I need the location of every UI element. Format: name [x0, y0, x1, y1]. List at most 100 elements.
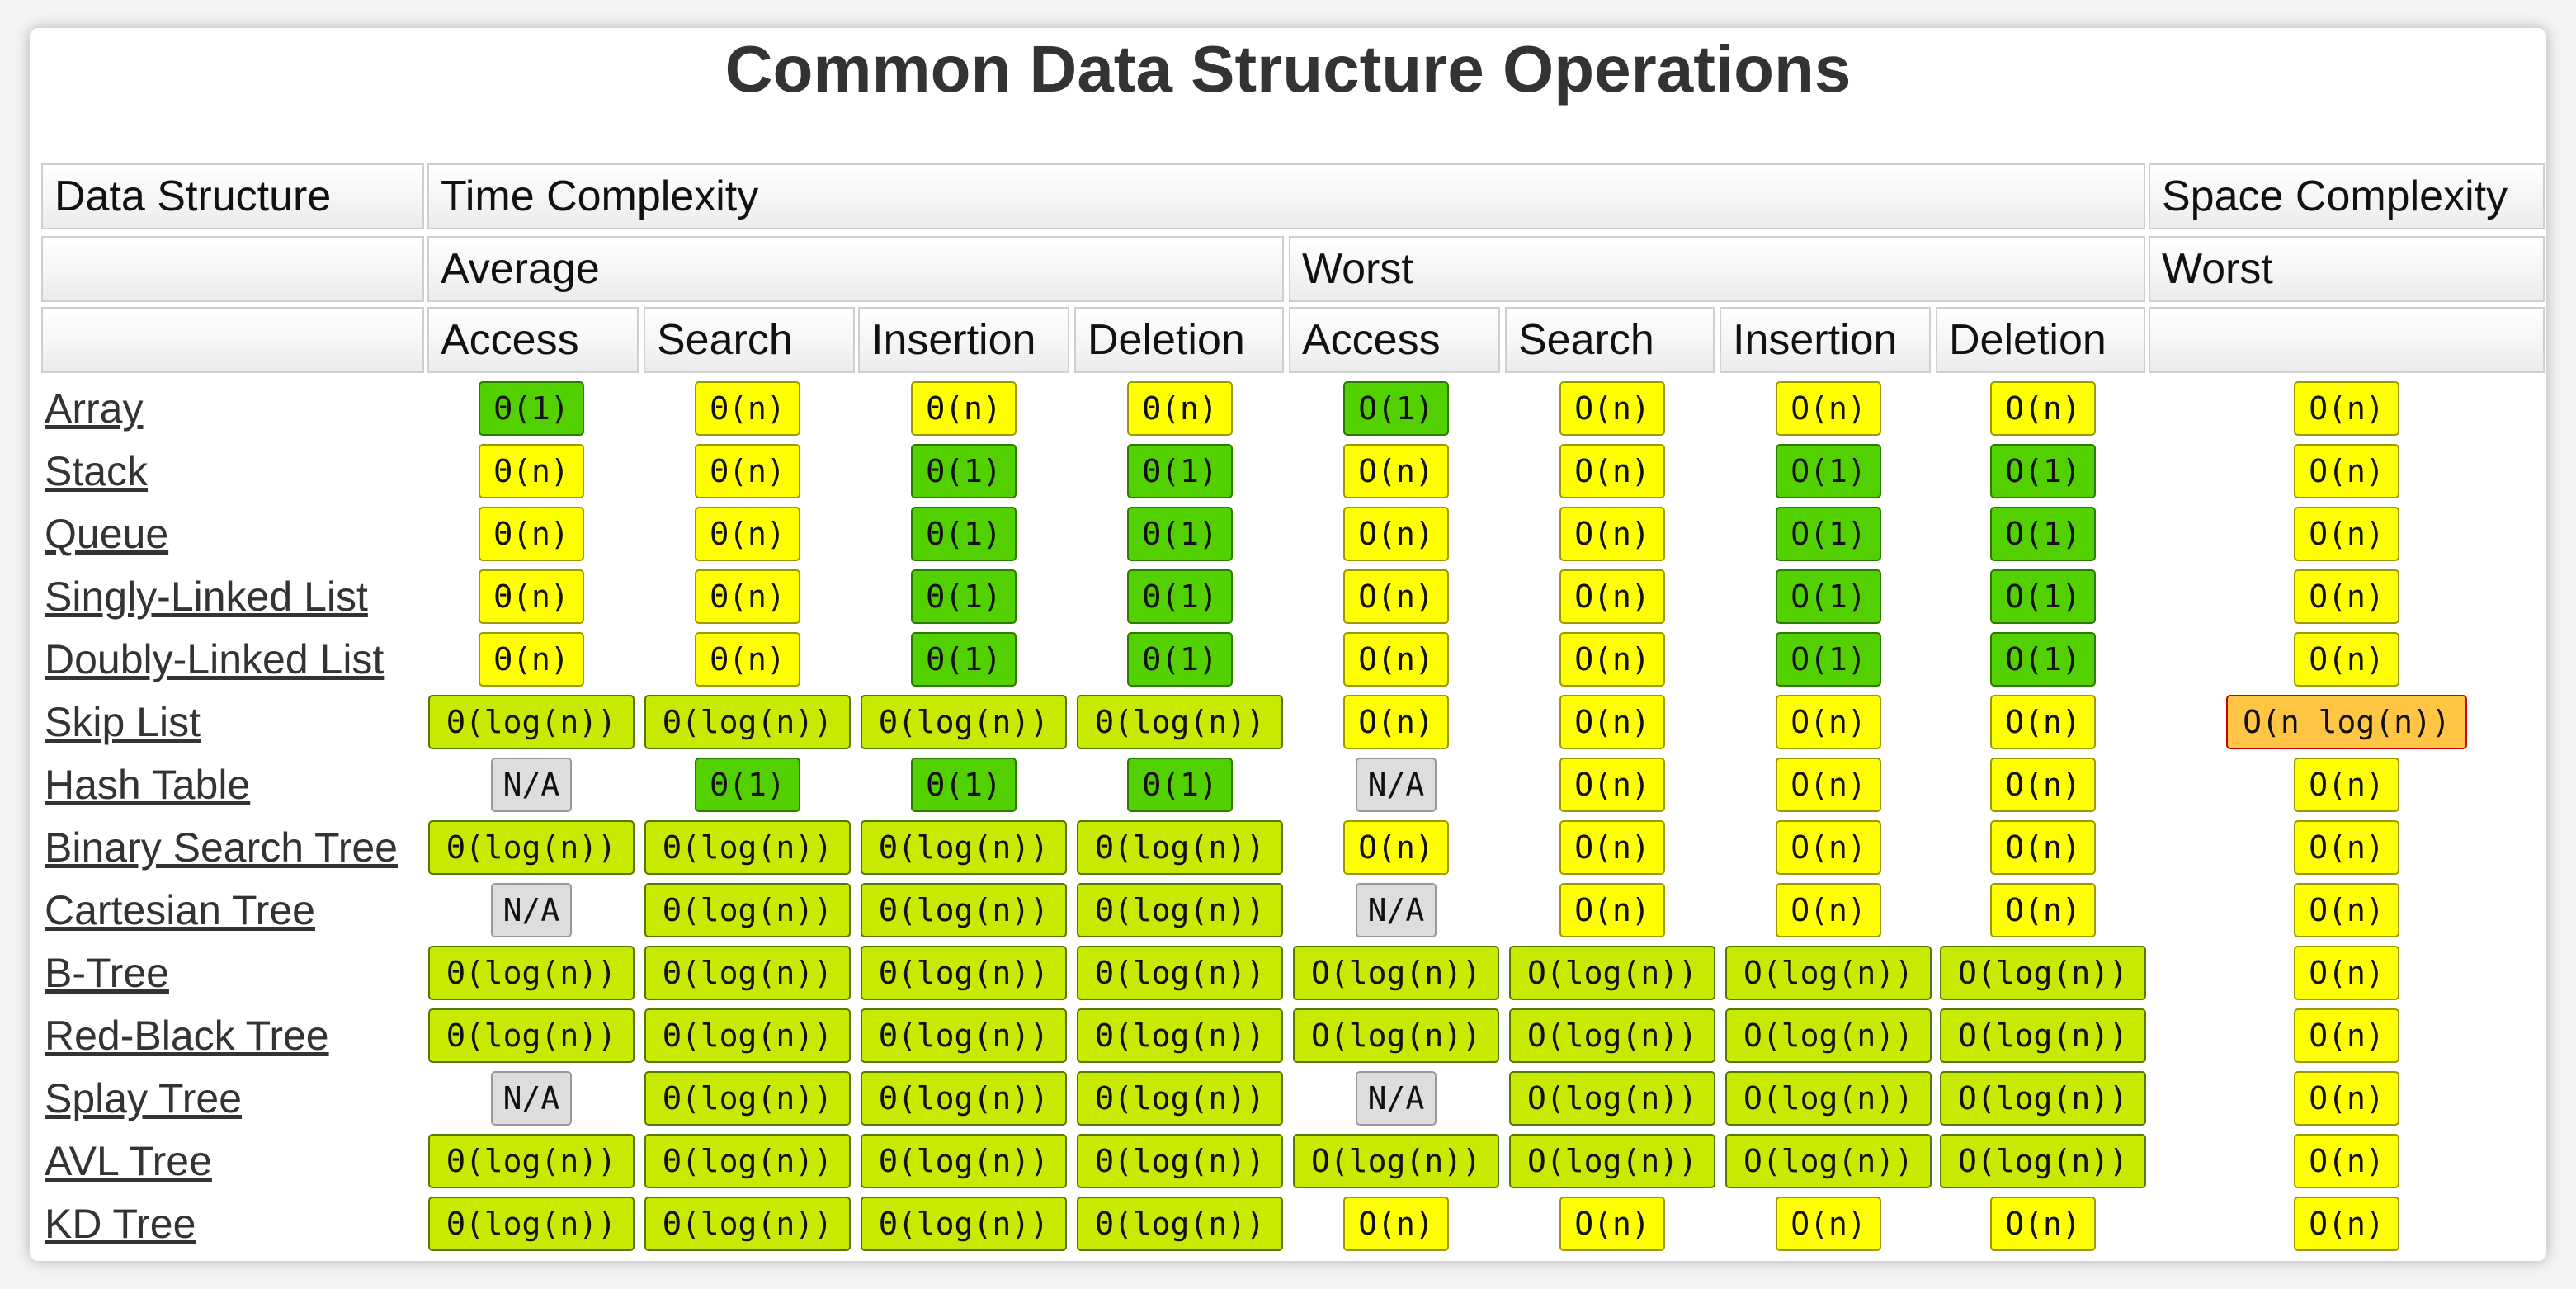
complexity-badge-avg-insertion: Θ(log(n)) [861, 1008, 1067, 1063]
complexity-badge-worst-search: O(n) [1559, 883, 1665, 937]
complexity-badge-avg-insertion: Θ(log(n)) [861, 883, 1067, 937]
complexity-badge-space-worst: O(n) [2294, 1071, 2399, 1126]
complexity-badge-space-worst: O(n) [2294, 883, 2399, 937]
complexity-badge-worst-access: N/A [1356, 883, 1437, 937]
complexity-badge-worst-access: O(n) [1343, 820, 1449, 875]
row-label-singly-linked-list[interactable]: Singly-Linked List [45, 574, 368, 620]
header-avg-deletion: Deletion [1074, 307, 1284, 373]
complexity-badge-avg-search: Θ(n) [695, 507, 800, 561]
header-space-worst: Worst [2149, 236, 2545, 302]
complexity-badge-avg-deletion: Θ(1) [1127, 758, 1233, 812]
row-label-cartesian-tree[interactable]: Cartesian Tree [45, 887, 315, 933]
row-label-kd-tree[interactable]: KD Tree [45, 1201, 196, 1247]
row-label-queue[interactable]: Queue [45, 511, 169, 557]
complexity-badge-avg-deletion: Θ(log(n)) [1077, 1071, 1283, 1126]
row-label-red-black-tree[interactable]: Red-Black Tree [45, 1013, 329, 1059]
complexity-badge-worst-search: O(n) [1559, 820, 1665, 875]
complexity-badge-space-worst: O(n) [2294, 820, 2399, 875]
complexity-badge-worst-access: O(n) [1343, 695, 1449, 749]
complexity-badge-avg-insertion: Θ(1) [911, 569, 1017, 624]
complexity-badge-avg-deletion: Θ(log(n)) [1077, 883, 1283, 937]
complexity-badge-avg-access: N/A [491, 883, 572, 937]
complexity-badge-avg-access: Θ(log(n)) [428, 946, 635, 1000]
complexity-badge-avg-insertion: Θ(log(n)) [861, 1071, 1067, 1126]
complexity-badge-avg-search: Θ(n) [695, 444, 800, 498]
row-label-stack[interactable]: Stack [45, 448, 149, 494]
complexity-badge-worst-search: O(n) [1559, 569, 1665, 624]
row-label-array[interactable]: Array [45, 385, 144, 432]
complexity-badge-avg-insertion: Θ(1) [911, 507, 1017, 561]
complexity-badge-worst-deletion: O(log(n)) [1940, 1071, 2146, 1126]
complexity-badge-worst-access: N/A [1356, 758, 1437, 812]
header-time-complexity: Time Complexity [427, 163, 2145, 229]
page-title: Common Data Structure Operations [724, 32, 1852, 106]
complexity-badge-avg-access: Θ(log(n)) [428, 1197, 635, 1251]
complexity-badge-avg-access: Θ(log(n)) [428, 820, 635, 875]
row-label-splay-tree[interactable]: Splay Tree [45, 1075, 243, 1121]
complexity-badge-avg-insertion: Θ(log(n)) [861, 946, 1067, 1000]
complexity-badge-worst-search: O(n) [1559, 381, 1665, 436]
complexity-badge-worst-access: O(n) [1343, 1197, 1449, 1251]
complexity-badge-avg-search: Θ(log(n)) [644, 1134, 851, 1188]
row-label-skip-list[interactable]: Skip List [45, 699, 201, 745]
complexity-badge-worst-search: O(n) [1559, 1197, 1665, 1251]
row-label-hash-table[interactable]: Hash Table [45, 762, 251, 808]
complexity-badge-space-worst: O(n) [2294, 632, 2399, 687]
complexity-badge-worst-access: O(log(n)) [1293, 1134, 1499, 1188]
complexity-badge-worst-deletion: O(1) [1990, 507, 2096, 561]
header-space-complexity: Space Complexity [2149, 163, 2545, 229]
complexity-badge-avg-search: Θ(log(n)) [644, 695, 851, 749]
complexity-badge-avg-search: Θ(1) [695, 758, 800, 812]
complexity-badge-worst-access: O(n) [1343, 569, 1449, 624]
complexity-badge-space-worst: O(n) [2294, 507, 2399, 561]
complexity-badge-worst-deletion: O(n) [1990, 695, 2096, 749]
complexity-badge-worst-insertion: O(1) [1776, 507, 1881, 561]
row-label-doubly-linked-list[interactable]: Doubly-Linked List [45, 636, 385, 682]
complexity-badge-avg-search: Θ(log(n)) [644, 1197, 851, 1251]
row-label-avl-tree[interactable]: AVL Tree [45, 1138, 212, 1184]
complexity-badge-avg-search: Θ(log(n)) [644, 820, 851, 875]
complexity-badge-space-worst: O(n) [2294, 758, 2399, 812]
complexity-badge-avg-search: Θ(n) [695, 381, 800, 436]
complexity-badge-worst-insertion: O(n) [1776, 883, 1881, 937]
complexity-badge-avg-insertion: Θ(1) [911, 444, 1017, 498]
complexity-badge-avg-access: Θ(log(n)) [428, 1134, 635, 1188]
header-blank [2149, 307, 2545, 373]
complexity-badge-avg-deletion: Θ(log(n)) [1077, 1134, 1283, 1188]
complexity-badge-worst-deletion: O(1) [1990, 632, 2096, 687]
complexity-badge-avg-access: N/A [491, 758, 572, 812]
complexity-badge-worst-access: O(n) [1343, 507, 1449, 561]
complexity-badge-worst-search: O(n) [1559, 632, 1665, 687]
complexity-badge-worst-deletion: O(1) [1990, 444, 2096, 498]
complexity-badge-avg-search: Θ(log(n)) [644, 883, 851, 937]
header-avg-access: Access [427, 307, 639, 373]
complexity-badge-worst-insertion: O(n) [1776, 381, 1881, 436]
header-avg-search: Search [644, 307, 855, 373]
header-worst: Worst [1289, 236, 2145, 302]
complexity-badge-worst-deletion: O(n) [1990, 883, 2096, 937]
complexity-badge-avg-deletion: Θ(log(n)) [1077, 1197, 1283, 1251]
complexity-badge-avg-search: Θ(log(n)) [644, 1071, 851, 1126]
complexity-badge-space-worst: O(n) [2294, 381, 2399, 436]
complexity-badge-avg-deletion: Θ(1) [1127, 569, 1233, 624]
complexity-badge-avg-access: Θ(log(n)) [428, 1008, 635, 1063]
row-label-binary-search-tree[interactable]: Binary Search Tree [45, 824, 398, 871]
complexity-badge-worst-deletion: O(n) [1990, 381, 2096, 436]
complexity-badge-avg-insertion: Θ(1) [911, 758, 1017, 812]
complexity-badge-avg-search: Θ(n) [695, 632, 800, 687]
complexity-badge-avg-deletion: Θ(log(n)) [1077, 1008, 1283, 1063]
complexity-badge-worst-insertion: O(log(n)) [1725, 1008, 1932, 1063]
header-blank [41, 307, 424, 373]
complexity-badge-worst-access: N/A [1356, 1071, 1437, 1126]
complexity-badge-worst-deletion: O(n) [1990, 820, 2096, 875]
complexity-badge-worst-insertion: O(log(n)) [1725, 1071, 1932, 1126]
complexity-badge-avg-deletion: Θ(n) [1127, 381, 1233, 436]
header-blank [41, 236, 424, 302]
complexity-badge-worst-access: O(log(n)) [1293, 1008, 1499, 1063]
complexity-badge-worst-search: O(n) [1559, 695, 1665, 749]
complexity-badge-avg-insertion: Θ(log(n)) [861, 1197, 1067, 1251]
complexity-badge-space-worst: O(n) [2294, 1197, 2399, 1251]
complexity-badge-avg-access: Θ(n) [479, 507, 584, 561]
complexity-badge-worst-insertion: O(1) [1776, 569, 1881, 624]
row-label-b-tree[interactable]: B-Tree [45, 950, 169, 996]
